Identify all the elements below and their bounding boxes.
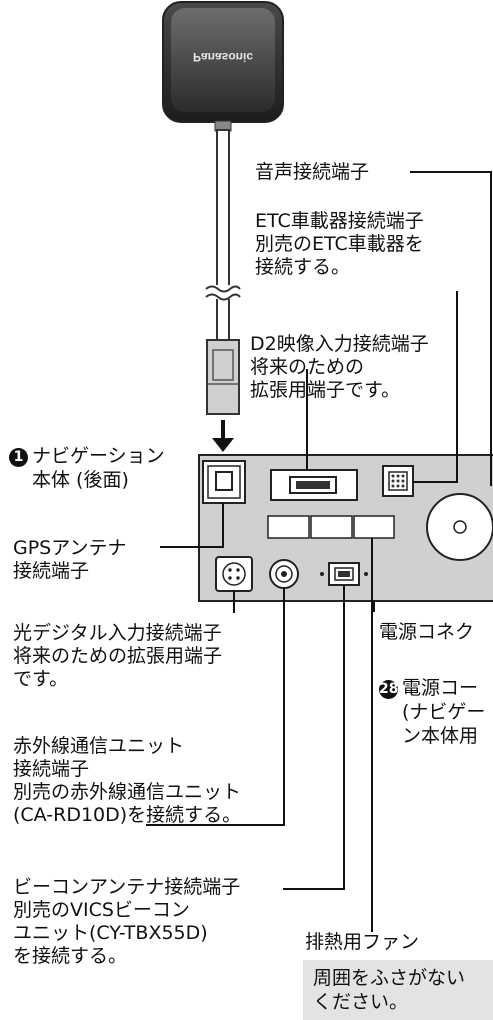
gps-terminal-port (202, 460, 246, 504)
fan-note: 周囲をふさがない ください。 (303, 960, 493, 1020)
ir-terminal-port (269, 559, 299, 589)
audio-terminal-label: 音声接続端子 (255, 161, 370, 183)
gps-terminal-label: GPSアンテナ 接続端子 (13, 537, 127, 582)
optical-terminal-port (215, 556, 253, 592)
navigation-unit-number: 1 (9, 448, 28, 467)
leader-lines (146, 171, 492, 932)
optical-terminal-label: 光デジタル入力接続端子 将来のための拡張用端子 です。 (13, 622, 223, 690)
power-connector-label: 電源コネク (379, 621, 475, 643)
d2-terminal-label: D2映像入力接続端子 将来のための 拡張用端子です。 (250, 333, 429, 401)
power-cord-label: 電源コー (ナビゲー ン本体用 (402, 677, 486, 747)
etc-terminal-port (382, 465, 414, 497)
antenna-brand-text: Panasonic (192, 50, 254, 64)
beacon-terminal-label: ビーコンアンテナ接続端子 別売のVICSビーコン ユニット(CY-TBX55D)… (13, 876, 241, 967)
beacon-terminal-port (320, 562, 368, 586)
power-cord-number: 28 (379, 680, 399, 699)
cooling-fan (426, 493, 493, 561)
navigation-unit-rear (198, 454, 493, 602)
fan-label: 排熱用ファン (305, 931, 420, 953)
power-connector-port (267, 515, 395, 539)
navigation-unit-label: ナビゲーション 本体 (後面) (32, 445, 165, 491)
d2-terminal-port (270, 469, 358, 501)
gps-antenna (162, 1, 284, 452)
etc-terminal-label: ETC車載器接続端子 別売のETC車載器を 接続する。 (255, 210, 424, 278)
ir-terminal-label: 赤外線通信ユニット 接続端子 別売の赤外線通信ユニット (CA-RD10D)を接… (13, 735, 242, 826)
